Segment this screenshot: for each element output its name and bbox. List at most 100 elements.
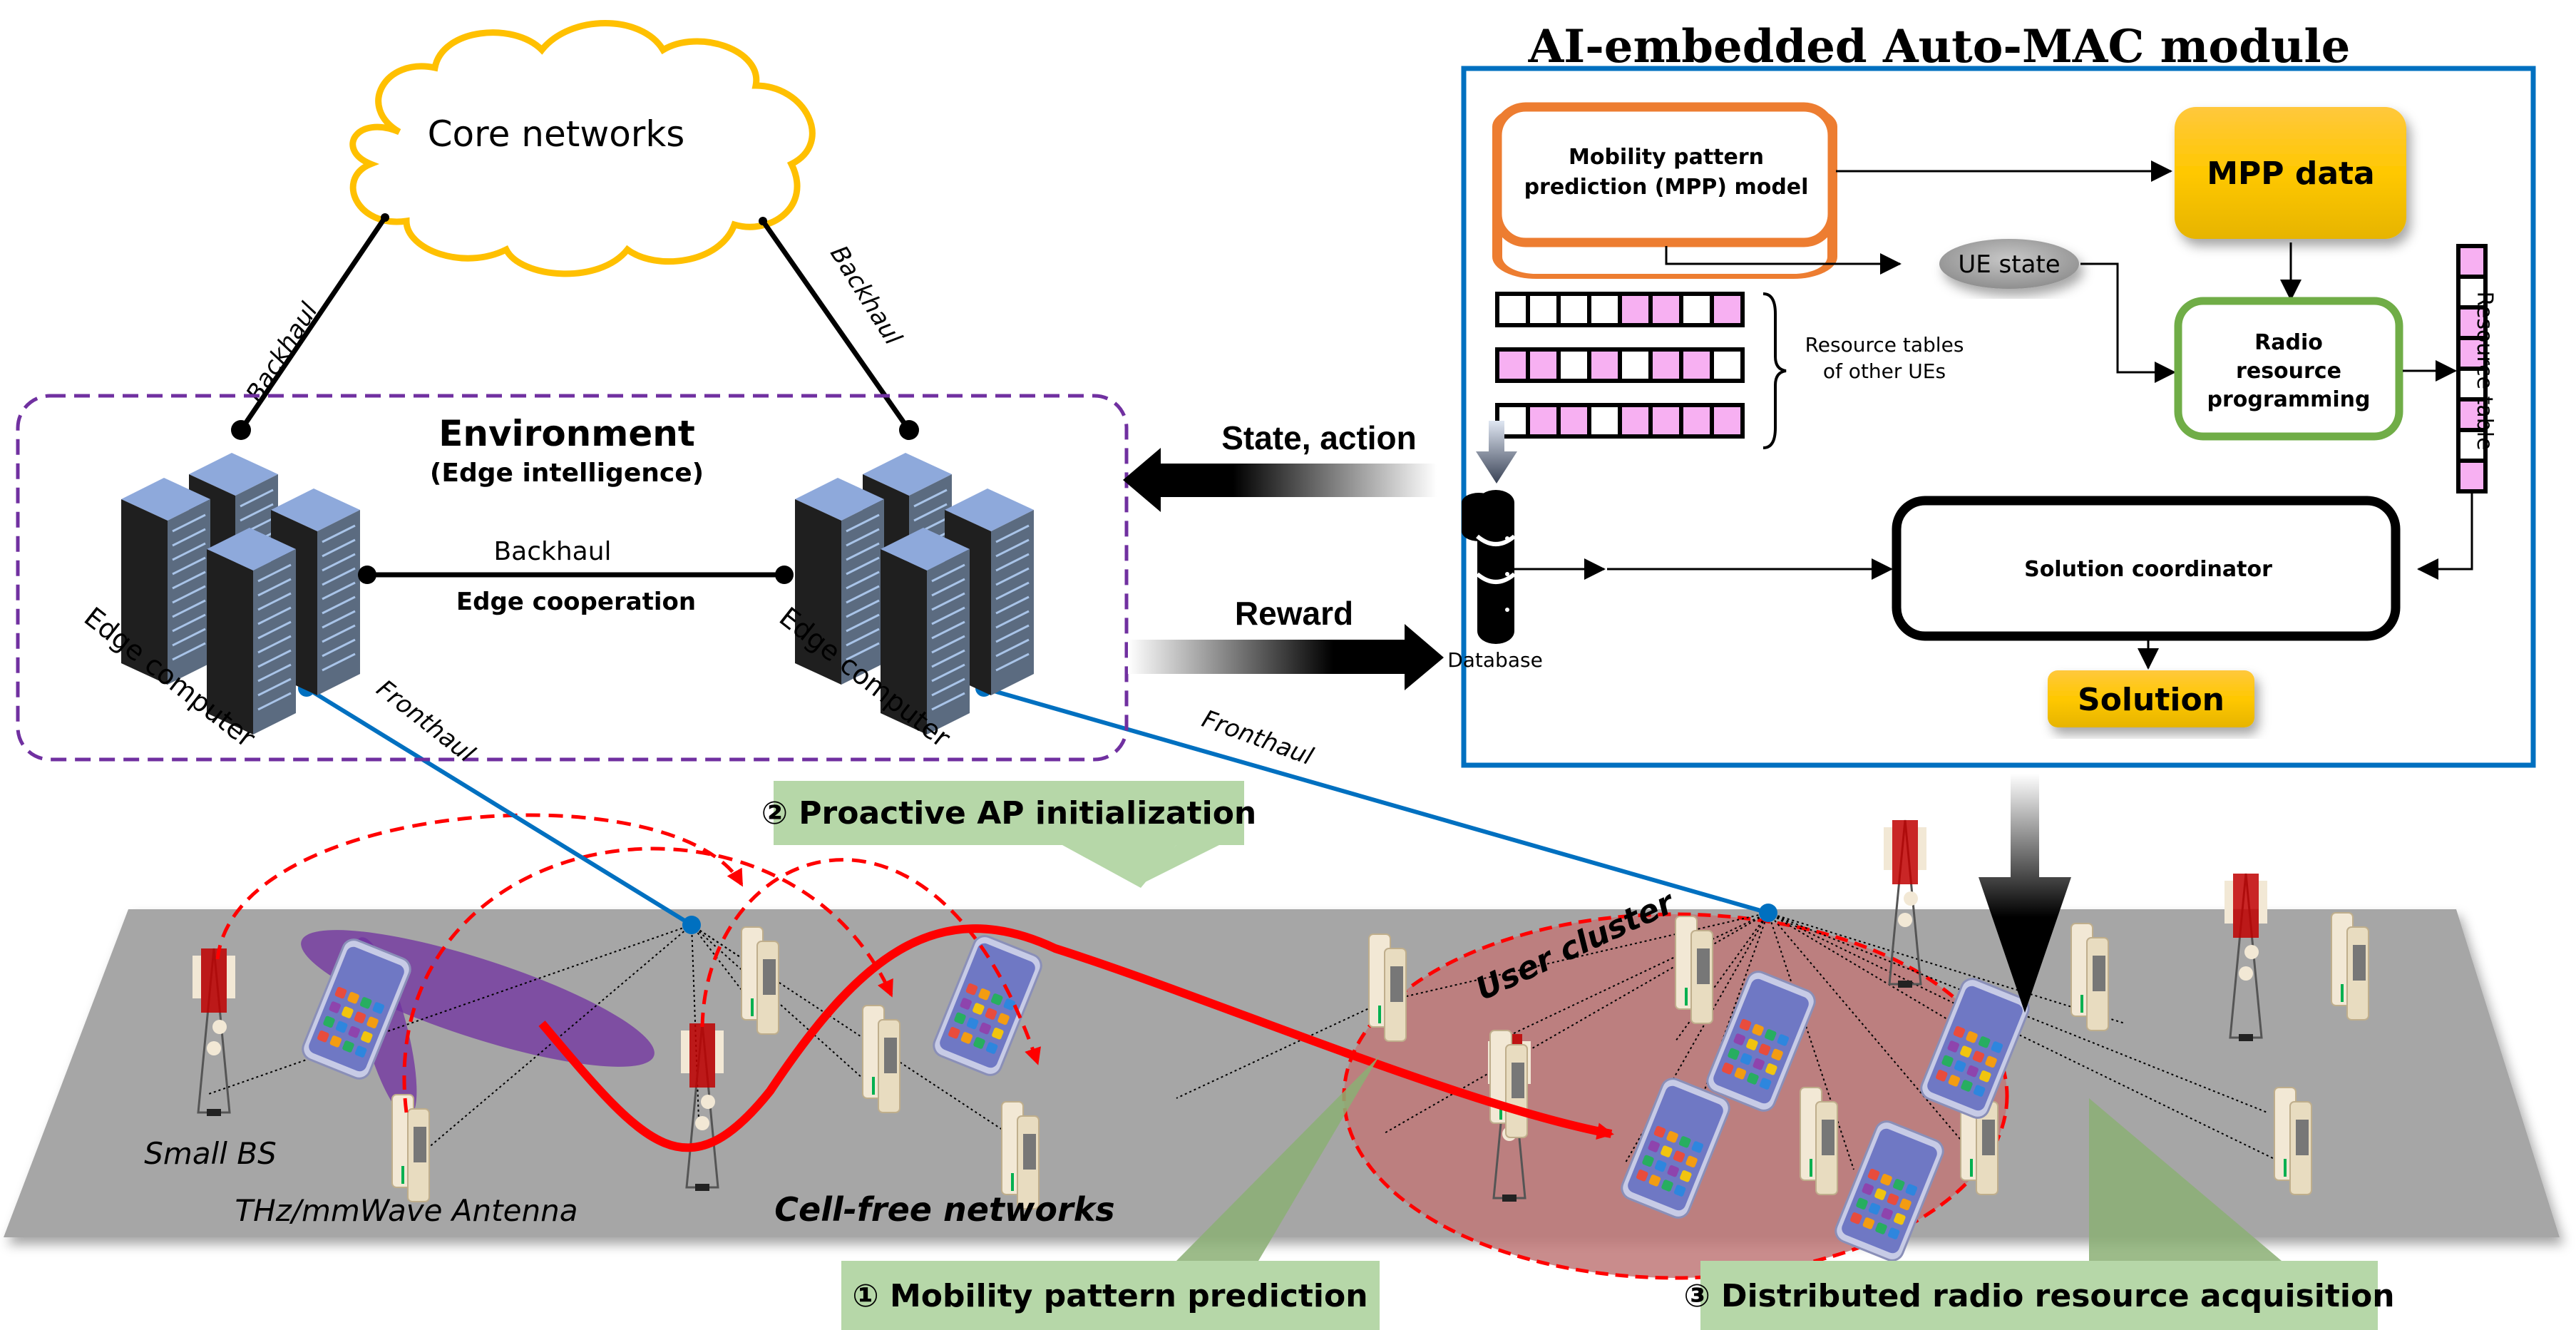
resource-cell <box>1618 347 1653 383</box>
module-title: AI-embedded Auto-MAC module <box>1528 20 2351 73</box>
resource-cell <box>1710 347 1745 383</box>
backhaul-right-label: Backhaul <box>824 240 908 350</box>
resource-cell <box>1526 292 1561 327</box>
resource-cell <box>1710 292 1745 327</box>
mpp-model-label-line1: Mobility pattern <box>1569 145 1764 170</box>
solution-coordinator-label: Solution coordinator <box>2024 557 2272 582</box>
smartphone-icon <box>302 938 411 1080</box>
resource-cell <box>1556 292 1591 327</box>
arrow-tables-to-database <box>1476 421 1517 484</box>
cell-tower-icon <box>2225 873 2267 1041</box>
resource-cell <box>1618 403 1653 439</box>
antenna-icon <box>2331 912 2369 1020</box>
callout-step1-label: ① Mobility pattern prediction <box>852 1278 1367 1314</box>
user-devices <box>302 935 2030 1262</box>
callout-step2-label: ② Proactive AP initialization <box>761 795 1257 832</box>
radio-resource-programming-box <box>2174 297 2403 441</box>
resource-cell <box>1648 292 1683 327</box>
antenna-icon <box>741 926 779 1035</box>
resource-cell <box>1648 347 1683 383</box>
smartphone-icon <box>933 935 1042 1076</box>
ue-state-ellipse <box>1939 239 2079 289</box>
callout-step1: ① Mobility pattern prediction <box>841 1055 1380 1330</box>
edge-cooperation-label: Edge cooperation <box>456 588 696 616</box>
ue-resource-table-row <box>1495 292 1745 327</box>
database-icon <box>1462 490 1516 644</box>
edge-computer-left <box>121 453 360 735</box>
smartphone-icon <box>1706 971 1816 1112</box>
server-rack <box>795 478 884 685</box>
arrow-model-to-ue-state <box>1665 246 1902 275</box>
other-tables-label-line2: of other UEs <box>1823 359 1946 383</box>
reward-label: Reward <box>1235 595 1353 632</box>
resource-cell <box>2456 459 2488 493</box>
core-networks-cloud: Core networks <box>349 20 816 277</box>
resource-cell <box>1526 403 1561 439</box>
fronthaul-hub-left <box>682 916 701 934</box>
resource-cell <box>1495 292 1530 327</box>
cell-free-label: Cell-free networks <box>774 1190 1114 1229</box>
fronthaul-right-label: Fronthaul <box>1199 705 1318 771</box>
antenna-icon <box>862 1005 900 1113</box>
server-rack <box>881 528 970 735</box>
database-label: Database <box>1447 648 1543 672</box>
solution-down-arrow <box>1979 774 2071 1013</box>
callout-step3-label: ③ Distributed radio resource acquisition <box>1683 1278 2394 1314</box>
server-rack <box>121 478 210 685</box>
small-bs-label: Small BS <box>144 1136 276 1171</box>
callout-step3: ③ Distributed radio resource acquisition <box>1683 1098 2395 1330</box>
smartphone-icon <box>1834 1120 1944 1262</box>
backhaul-node <box>381 213 389 222</box>
cell-tower-icon <box>193 948 235 1116</box>
backhaul-node <box>759 217 767 225</box>
resource-cell <box>1648 403 1683 439</box>
edge-link-node <box>775 566 794 584</box>
edge-link-node <box>358 566 376 584</box>
server-rack <box>207 528 296 735</box>
arrow-ue-state-to-radio <box>2080 262 2176 383</box>
resource-cell <box>1526 347 1561 383</box>
cell-tower-icon <box>1884 819 1926 988</box>
resource-cell <box>1556 403 1591 439</box>
arrow-resource-table-to-coordinator <box>2417 492 2473 580</box>
backhaul-left-label: Backhaul <box>240 297 324 407</box>
resource-cell <box>1679 347 1714 383</box>
resource-cell <box>1679 403 1714 439</box>
antenna-icon <box>2274 1087 2312 1195</box>
antenna-icon <box>1368 933 1407 1042</box>
radio-label-line3: programming <box>2207 387 2370 412</box>
antenna-icon <box>2070 923 2109 1031</box>
antenna-icon <box>1001 1101 1040 1209</box>
backhaul-node <box>899 420 919 440</box>
callout-step2: ② Proactive AP initialization <box>761 781 1257 888</box>
antenna-icon <box>1675 916 1713 1024</box>
backhaul-node <box>231 420 251 440</box>
core-networks-label: Core networks <box>428 113 685 155</box>
antenna-label: THz/mmWave Antenna <box>235 1193 578 1228</box>
resource-cell <box>1587 292 1622 327</box>
solution-label: Solution <box>2078 682 2225 718</box>
reward-arrow <box>1128 624 1444 690</box>
solution-coordinator-frame <box>1892 496 2401 641</box>
ap-connection-lines <box>206 912 2282 1192</box>
resource-cell <box>2456 244 2488 279</box>
radio-label-line1: Radio <box>2254 330 2323 355</box>
smartphone-icon <box>1621 1078 1730 1219</box>
solution-box <box>2048 670 2254 727</box>
proactive-init-arcs <box>215 813 1041 1113</box>
ue-resource-table-row <box>1495 347 1745 383</box>
resource-cell <box>2456 336 2488 371</box>
mpp-data-label: MPP data <box>2207 155 2375 192</box>
ue-state-label: UE state <box>1958 250 2060 279</box>
mpp-data-box <box>2175 107 2406 239</box>
resource-cell <box>1556 347 1591 383</box>
fronthaul-lines <box>305 686 1769 927</box>
other-ue-resource-tables <box>1495 292 1745 439</box>
antenna-icon <box>391 1094 430 1202</box>
resource-cell <box>1587 403 1622 439</box>
thz-antennas <box>391 912 2369 1209</box>
resource-cell <box>1618 292 1653 327</box>
edge-computer-right <box>795 453 1034 735</box>
radio-label-line2: resource <box>2236 359 2341 384</box>
